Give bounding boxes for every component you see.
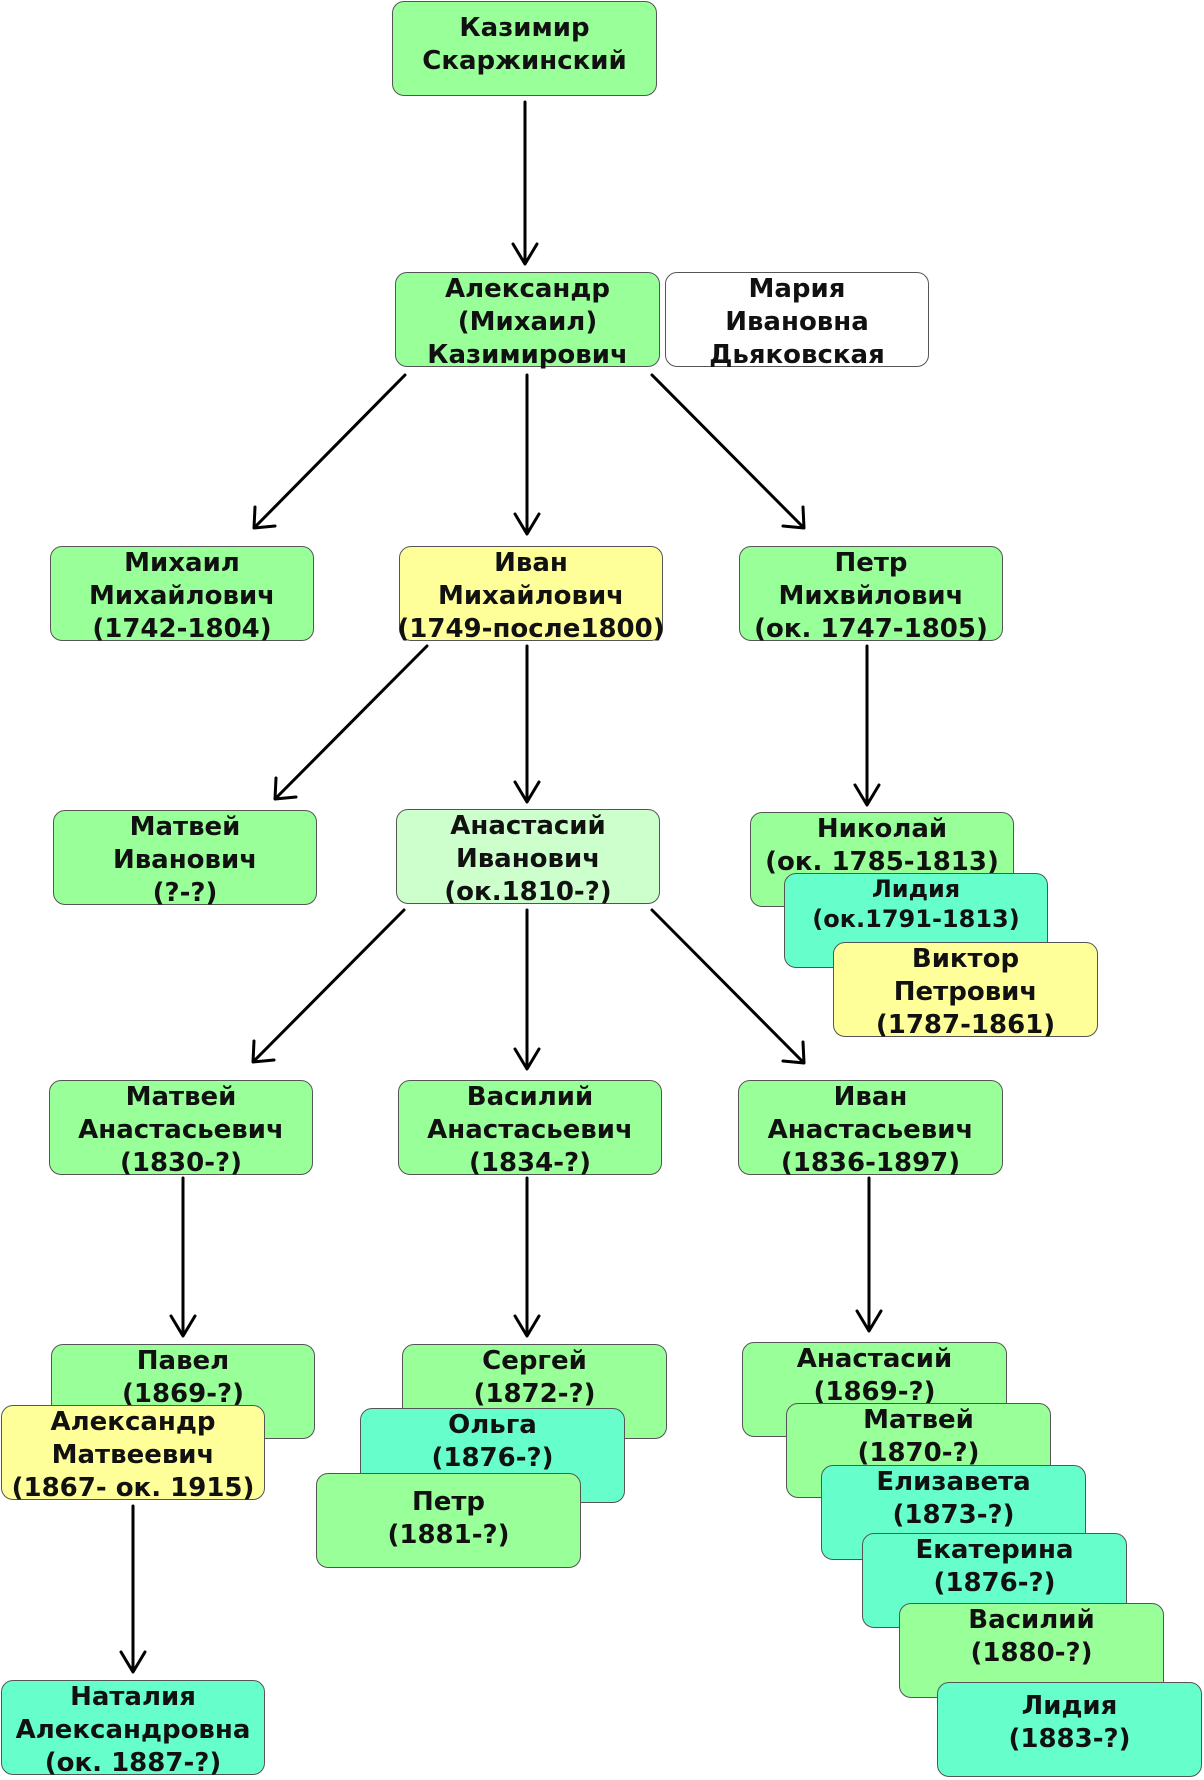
anastasiy-iv-line-1: Анастасий — [450, 811, 606, 841]
lidia-1791-line-2: (ок.1791-1813) — [812, 905, 1020, 933]
viktor-line-2: Петрович — [893, 977, 1038, 1007]
matvey-1870-line-1: Матвей — [863, 1405, 974, 1435]
vasiliy-1880-line-2: (1880-?) — [970, 1638, 1093, 1668]
anastasiy-1869-line-1: Анастасий — [796, 1344, 953, 1374]
arrow-alexandr-to-petr — [650, 373, 806, 530]
arrow-anastasiy-to-ivan — [650, 908, 806, 1065]
arrow-anastasiy-to-vasiliy — [513, 908, 541, 1071]
arrow-alexandr-to-mikhail — [252, 373, 407, 530]
matvey-iv-line-1: Матвей — [129, 812, 241, 842]
alexandr-line-2: (Михаил) — [457, 307, 598, 337]
olga-line-2: (1876-?) — [431, 1443, 554, 1473]
arrow-ivan-to-matvey — [273, 644, 429, 801]
natalia-line-3: (ок. 1887-?) — [44, 1748, 222, 1778]
alexandr-m-line-1: Александр — [50, 1407, 216, 1437]
sergey-line-2: (1872-?) — [473, 1379, 596, 1409]
pavel-line-2: (1869-?) — [121, 1379, 244, 1409]
mikhail-line-3: (1742-1804) — [92, 614, 272, 644]
nikolay-line-2: (ок. 1785-1813) — [765, 847, 999, 877]
arrow-kazimir-to-alexandr — [511, 100, 539, 266]
olga-line-1: Ольга — [448, 1410, 537, 1440]
node-petr-1881: Петр(1881-?) — [316, 1473, 581, 1568]
alexandr-line-3: Казимирович — [427, 340, 628, 370]
ivan-line-2: Михайлович — [437, 581, 625, 611]
matvey-an-line-3: (1830-?) — [119, 1148, 242, 1178]
arrow-alexandr-to-natalia — [119, 1504, 147, 1674]
alexandr-m-line-2: Матвеевич — [51, 1440, 215, 1470]
matvey-an-line-1: Матвей — [125, 1082, 237, 1112]
ivan-line-3: (1749-после1800) — [397, 614, 665, 644]
petr-1881-line-2: (1881-?) — [387, 1520, 510, 1550]
matvey-1870-line-2: (1870-?) — [857, 1438, 980, 1468]
ivan-line-1: Иван — [494, 548, 568, 578]
maria-line-3: Дьяковская — [709, 340, 885, 370]
vasiliy-an-line-3: (1834-?) — [468, 1148, 591, 1178]
alexandr-line-1: Александр — [445, 274, 610, 304]
anastasiy-iv-line-2: Иванович — [455, 844, 601, 874]
sergey-line-1: Сергей — [482, 1346, 587, 1376]
petr-line-2: Михвйлович — [778, 581, 964, 611]
vasiliy-an-line-2: Анастасьевич — [427, 1115, 633, 1145]
matvey-an-line-2: Анастасьевич — [78, 1115, 284, 1145]
node-alexandr: Александр(Михаил)Казимирович — [395, 272, 660, 370]
natalia-line-1: Наталия — [70, 1682, 196, 1712]
arrow-ivan-to-anastasiy — [513, 644, 541, 804]
ivan-an-line-2: Анастасьевич — [767, 1115, 974, 1145]
pavel-line-1: Павел — [136, 1346, 230, 1376]
petr-1881-line-1: Петр — [411, 1487, 486, 1517]
natalia-line-2: Александровна — [15, 1715, 251, 1745]
node-lidia-1883: Лидия(1883-?) — [937, 1682, 1202, 1777]
matvey-iv-line-3: (?-?) — [152, 878, 218, 908]
elizaveta-line-1: Елизавета — [876, 1467, 1031, 1497]
maria-line-2: Ивановна — [725, 307, 869, 337]
petr-line-3: (ок. 1747-1805) — [754, 614, 988, 644]
ivan-an-line-1: Иван — [833, 1082, 908, 1112]
vasiliy-an-line-1: Василий — [466, 1082, 594, 1112]
petr-line-1: Петр — [834, 548, 908, 578]
vasiliy-1880-line-1: Василий — [968, 1605, 1095, 1635]
arrow-petr-to-nikolay — [853, 644, 881, 807]
ivan-an-line-3: (1836-1897) — [780, 1148, 961, 1178]
nikolay-line-1: Николай — [816, 814, 948, 844]
lidia-1883-line-1: Лидия — [1021, 1691, 1118, 1721]
arrow-alexandr-to-ivan — [513, 373, 541, 536]
ekaterina-line-1: Екатерина — [915, 1535, 1074, 1565]
arrow-vasiliy-to-sergey — [513, 1176, 541, 1338]
arrow-anastasiy-to-matvey — [251, 908, 406, 1064]
matvey-iv-line-2: Иванович — [112, 845, 258, 875]
mikhail-line-1: Михаил — [124, 548, 240, 578]
mikhail-line-2: Михайлович — [88, 581, 276, 611]
lidia-1883-line-2: (1883-?) — [1008, 1724, 1131, 1754]
lidia-1791-line-1: Лидия — [871, 875, 961, 903]
viktor-line-1: Виктор — [911, 944, 1020, 974]
ekaterina-line-2: (1876-?) — [933, 1568, 1056, 1598]
anastasiy-iv-line-3: (ок.1810-?) — [444, 877, 612, 907]
elizaveta-line-2: (1873-?) — [892, 1500, 1015, 1530]
maria-line-1: Мария — [748, 274, 846, 304]
anastasiy-1869-line-2: (1869-?) — [813, 1377, 936, 1407]
kazimir-line-2: Скаржинский — [422, 46, 627, 76]
arrow-ivan-to-anastasiy-1869 — [855, 1176, 883, 1333]
kazimir-line-1: Казимир — [459, 13, 590, 43]
viktor-line-3: (1787-1861) — [875, 1010, 1056, 1040]
arrow-matvey-to-pavel — [169, 1176, 197, 1338]
alexandr-m-line-3: (1867- ок. 1915) — [11, 1473, 255, 1503]
